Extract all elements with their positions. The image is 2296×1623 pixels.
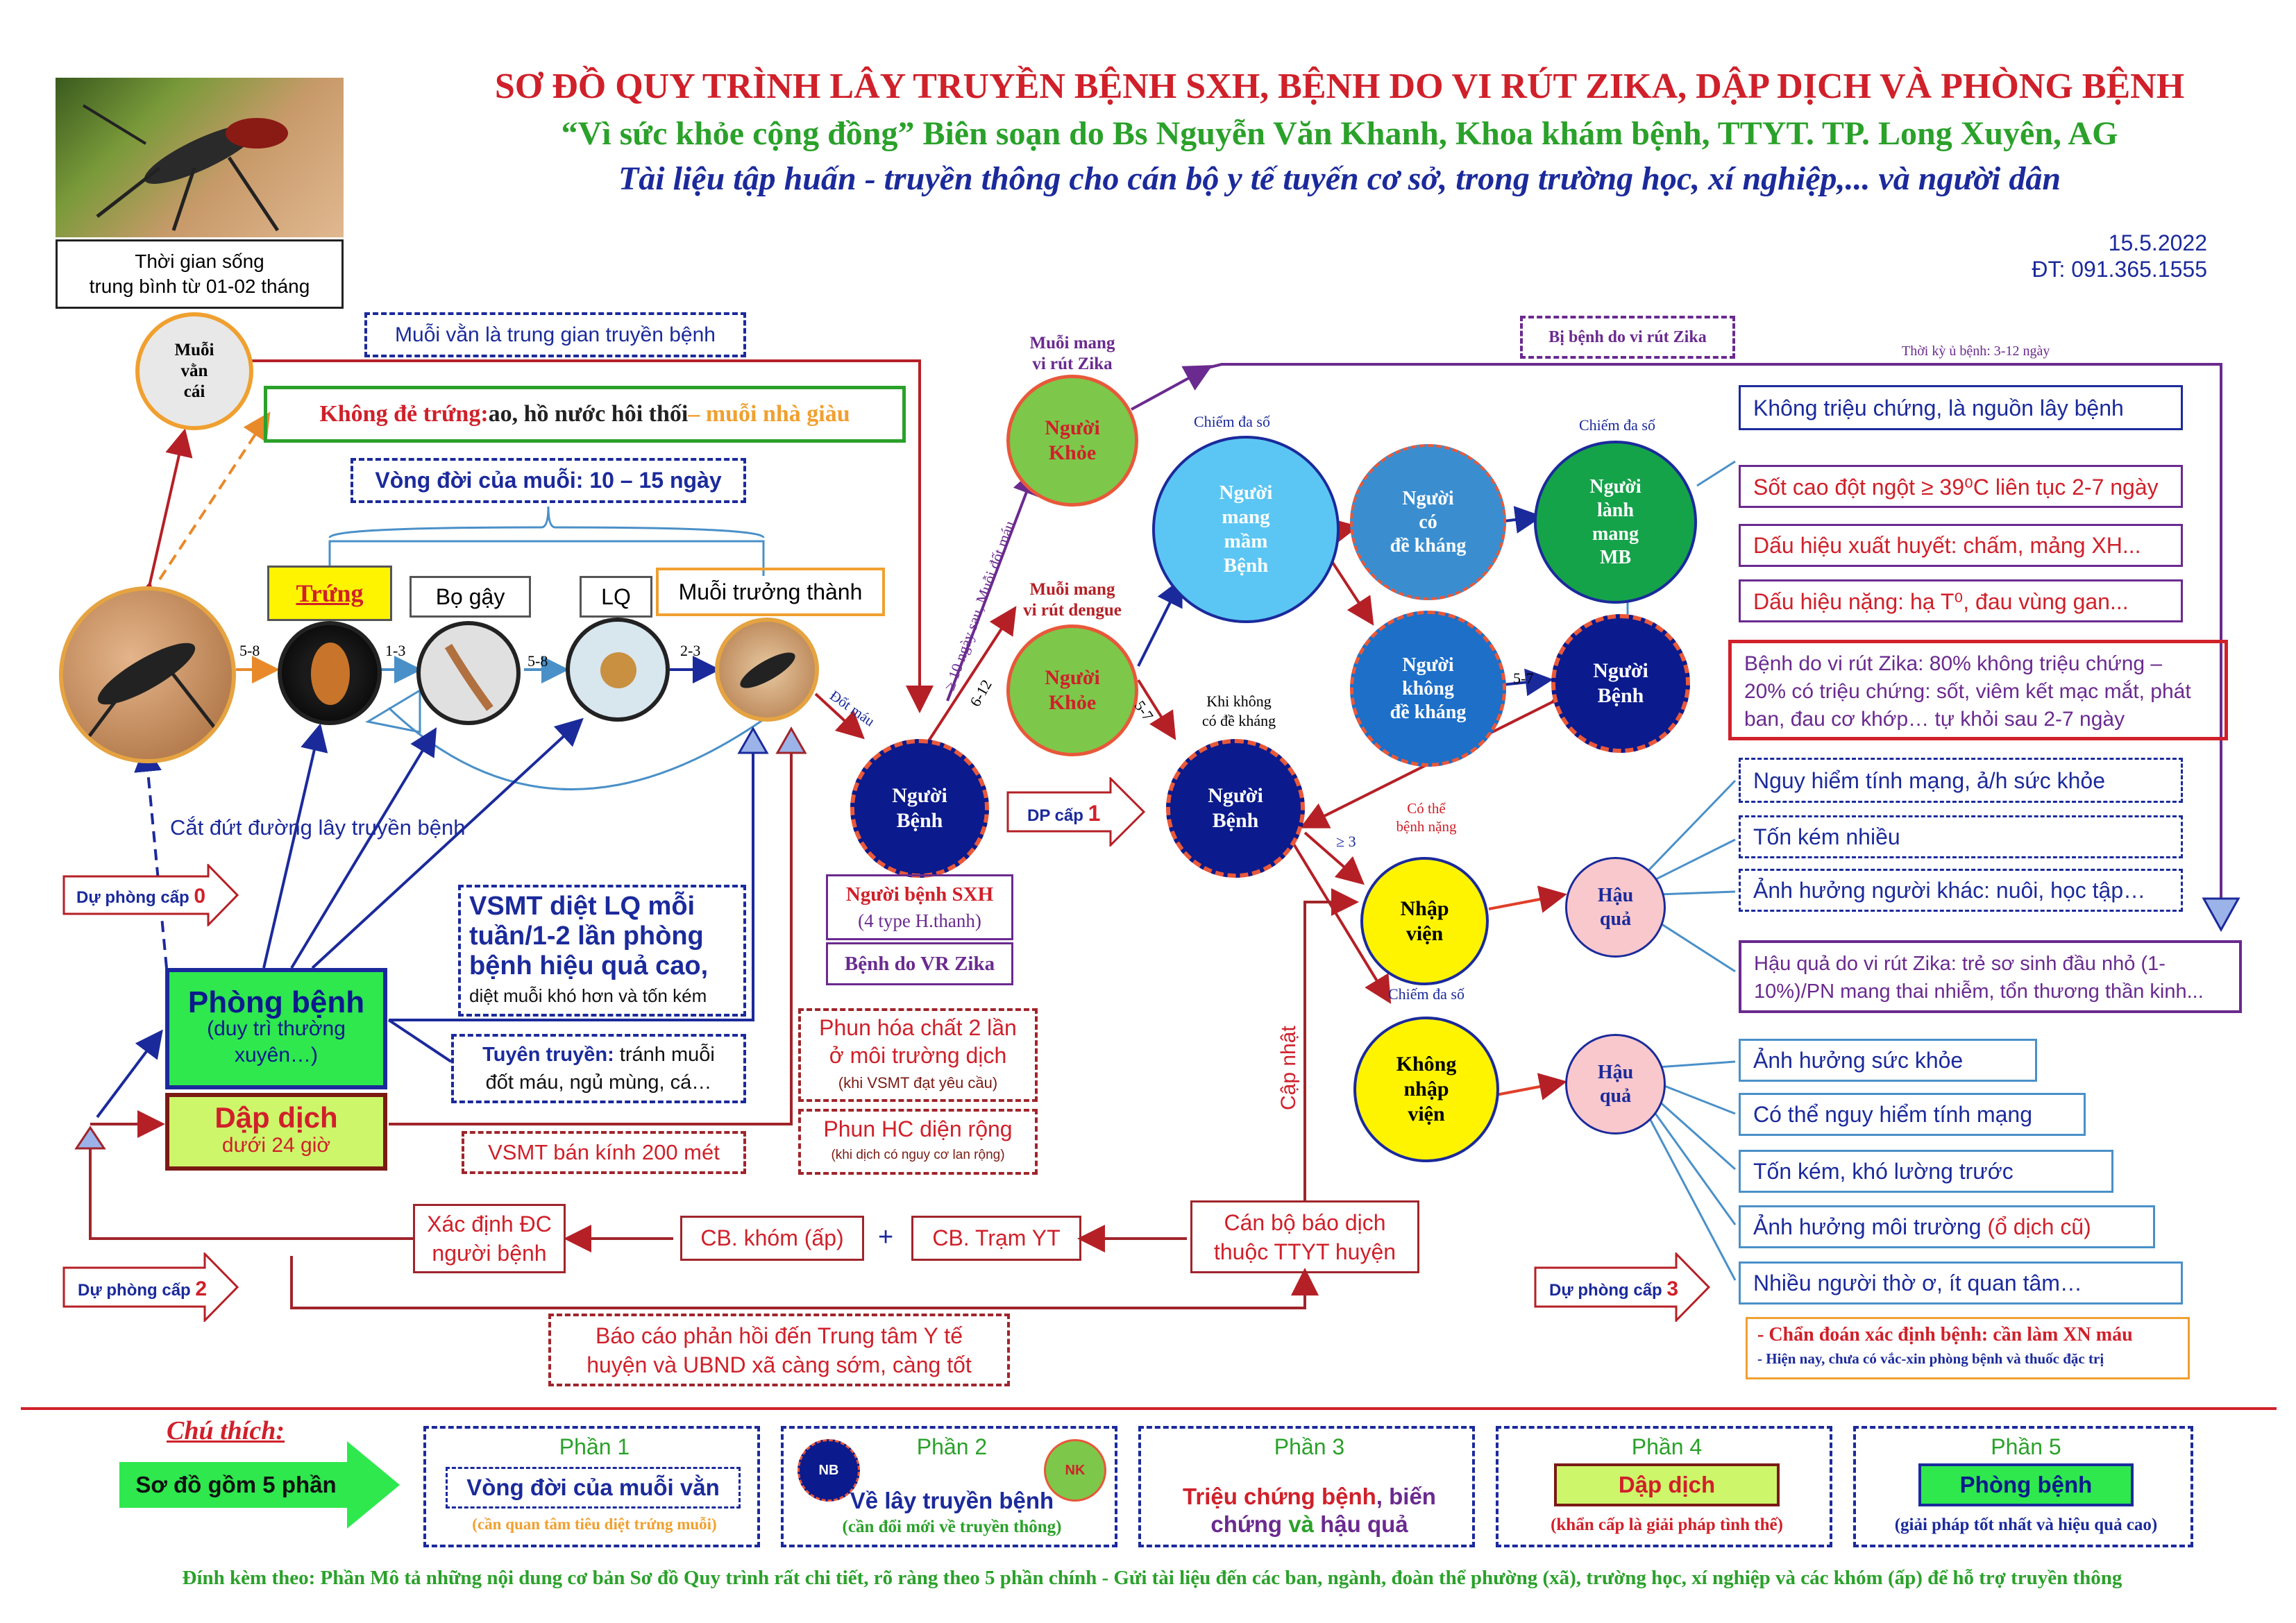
sick-person-node-1: Người Bệnh: [850, 739, 989, 878]
female-mosquito-node: Muỗi vằn cái: [135, 312, 253, 430]
vsmt-200-box: VSMT bán kính 200 mét: [462, 1131, 746, 1174]
symptom-4: Dấu hiệu nặng: hạ T⁰, đau vùng gan...: [1739, 579, 2183, 622]
cb-tram-box: CB. Trạm YT: [911, 1216, 1081, 1261]
tuyen-truyen-box: Tuyên truyền: tránh muỗi đốt máu, ngủ mù…: [451, 1034, 746, 1103]
admit-node: Nhập viện: [1360, 857, 1489, 985]
severe-label: Có thể bệnh nặng: [1396, 799, 1457, 835]
update-label: Cập nhật: [1277, 1026, 1300, 1110]
pupa-photo: [566, 618, 670, 722]
majority-label-3: Chiếm đa số: [1388, 985, 1464, 1003]
symptom-1: Không triệu chứng, là nguồn lây bệnh: [1739, 385, 2183, 430]
lifespan-caption: Thời gian sống trung bình từ 01-02 tháng: [56, 239, 344, 309]
adult-mosquito-photo: [715, 618, 819, 722]
majority-label-2: Chiếm đa số: [1579, 416, 1655, 434]
healthy-carrier-node: Người lành mang MB: [1534, 441, 1697, 604]
page-tagline: Tài liệu tập huấn - truyền thông cho cán…: [618, 160, 2061, 197]
egg-photo: [278, 621, 382, 725]
consequence-admit-1: Nguy hiểm tính mạng, ả/h sức khỏe: [1739, 758, 2183, 803]
legend-part-1: Phần 1 Vòng đời của muỗi vằn (cần quan t…: [423, 1426, 760, 1547]
stage-larva-label: Bọ gậy: [410, 576, 531, 618]
mosquito-photo: [56, 78, 344, 237]
legend-part-4: Phần 4 Dập dịch (khẩn cấp là giải pháp t…: [1496, 1426, 1832, 1547]
day-label-3: 5-8: [527, 652, 548, 670]
cb-khom-box: CB. khóm (ấp): [680, 1216, 864, 1261]
legend-arrow: Sơ đồ gồm 5 phần: [118, 1440, 403, 1530]
spray-wide-box: Phun HC diện rộng (khi dịch có nguy cơ l…: [798, 1109, 1038, 1175]
incubation-label: Thời kỳ ủ bệnh: 3-12 ngày: [1902, 343, 2050, 359]
day-label-2: 1-3: [385, 642, 406, 659]
stage-pupa-label: LQ: [580, 576, 652, 618]
day-label-1: 5-8: [239, 642, 260, 659]
carrier-node: Người mang mầm Bệnh: [1152, 436, 1340, 623]
mosquito-illustration-icon: [82, 104, 288, 232]
prevention-level-1: DP cấp 1: [1006, 777, 1145, 847]
consequence-noadmit-5: Nhiều người thờ ơ, ít quan tâm…: [1739, 1261, 2183, 1305]
outcome-node-1: Hậu quả: [1565, 857, 1666, 958]
majority-label-1: Chiếm đa số: [1194, 413, 1270, 430]
legend-part-3: Phần 3 Triệu chứng bệnh, biến chứng và h…: [1138, 1426, 1475, 1547]
page-title: SƠ ĐỒ QUY TRÌNH LÂY TRUYỀN BỆNH SXH, BỆN…: [494, 67, 2185, 106]
symptom-3: Dấu hiệu xuất huyết: chấm, mảng XH...: [1739, 524, 2183, 567]
zika-infection-label: Bị bệnh do vi rút Zika: [1520, 316, 1735, 359]
footer-note: Đính kèm theo: Phần Mô tả những nội dung…: [182, 1567, 2122, 1589]
legend-nb-circle: NB: [797, 1439, 860, 1502]
zika-consequence-box: Hậu quả do vi rút Zika: trẻ sơ sinh đầu …: [1739, 940, 2242, 1013]
consequence-noadmit-4: Ảnh hưởng môi trường (ổ dịch cũ): [1739, 1205, 2155, 1248]
dengue-carrier-label: Muỗi mang vi rút dengue: [1023, 580, 1122, 620]
outcome-node-2: Hậu quả: [1565, 1034, 1666, 1135]
date-text: 15.5.2022: [2108, 230, 2207, 255]
consequence-noadmit-3: Tốn kém, khó lường trước: [1739, 1150, 2113, 1193]
prevention-level-2: Dự phòng cấp 2: [62, 1252, 239, 1322]
mosquito-biting-photo: [59, 586, 236, 763]
consequence-noadmit-2: Có thể nguy hiểm tính mạng: [1739, 1093, 2086, 1136]
plus-sign: +: [878, 1223, 894, 1252]
legend-title: Chú thích:: [167, 1416, 285, 1445]
lifecycle-title: Vòng đời của muỗi: 10 – 15 ngày: [351, 458, 746, 503]
immune-node: Người có đề kháng: [1350, 444, 1506, 600]
phong-benh-box: Phòng bệnh (duy trì thường xuyên…): [165, 968, 387, 1089]
gte3-label: ≥ 3: [1336, 833, 1356, 850]
legend-nk-circle: NK: [1044, 1439, 1106, 1502]
consequence-noadmit-1: Ảnh hưởng sức khỏe: [1739, 1039, 2037, 1082]
no-admit-node: Không nhập viện: [1353, 1017, 1499, 1162]
diagnosis-box: - Chẩn đoán xác định bệnh: cần làm XN má…: [1746, 1317, 2190, 1379]
prevention-level-3: Dự phòng cấp 3: [1534, 1252, 1711, 1322]
stage-adult-label: Muỗi trưởng thành: [656, 568, 885, 616]
spray-twice-box: Phun hóa chất 2 lần ở môi trường dịch (k…: [798, 1008, 1038, 1102]
cut-transmission-text: Cắt đứt đường lây truyền bệnh: [170, 815, 466, 840]
healthy-person-zika-node: Người Khỏe: [1006, 375, 1138, 507]
feedback-box: Báo cáo phản hồi đến Trung tâm Y tế huyệ…: [548, 1314, 1010, 1386]
vector-note: Muỗi vằn là trung gian truyền bệnh: [364, 312, 746, 357]
zika-disease-box: Bệnh do VR Zika: [826, 942, 1013, 985]
symptom-2: Sốt cao đột ngột ≥ 39⁰C liên tục 2-7 ngà…: [1739, 465, 2183, 508]
locate-patient-box: Xác định ĐC người bệnh: [413, 1204, 566, 1273]
sxh-patient-box: Người bệnh SXH (4 type H.thanh): [826, 874, 1013, 940]
legend-part-2: NB Phần 2 NK Về lây truyền bệnh (cần đổi…: [781, 1426, 1117, 1547]
prevention-level-0: Dự phòng cấp 0: [62, 864, 239, 926]
phone-text: ĐT: 091.365.1555: [2032, 257, 2207, 282]
vsmt-box: VSMT diệt LQ mỗi tuần/1-2 lần phòng bệnh…: [458, 885, 746, 1017]
healthy-person-dengue-node: Người Khỏe: [1006, 624, 1138, 756]
page-subtitle: “Vì sức khỏe cộng đồng” Biên soạn do Bs …: [561, 115, 2118, 152]
consequence-admit-2: Tốn kém nhiều: [1739, 815, 2183, 858]
no-eggs-box: Không đẻ trứng: ao, hồ nước hôi thối – m…: [264, 386, 906, 443]
zika-symptoms-box: Bệnh do vi rút Zika: 80% không triệu chứ…: [1728, 640, 2228, 740]
no-resistance-label: Khi không có đề kháng: [1201, 692, 1276, 729]
day-label-4: 2-3: [680, 642, 701, 659]
larva-photo: [416, 621, 521, 725]
dap-dich-box: Dập dịch dưới 24 giờ: [165, 1093, 387, 1171]
cb-bao-dich-box: Cán bộ báo dịch thuộc TTYT huyện: [1190, 1200, 1419, 1273]
consequence-admit-3: Ảnh hưởng người khác: nuôi, học tập…: [1739, 869, 2183, 912]
sick-person-node-2: Người Bệnh: [1166, 739, 1305, 878]
zika-carrier-label: Muỗi mang vi rút Zika: [1029, 334, 1115, 373]
stage-egg-label: Trứng: [267, 566, 392, 621]
legend-part-5: Phần 5 Phòng bệnh (giải pháp tốt nhất và…: [1853, 1426, 2193, 1547]
d57b-label: 5-7: [1513, 670, 1534, 687]
non-immune-node: Người không đề kháng: [1350, 611, 1506, 767]
sick-person-node-3: Người Bệnh: [1551, 614, 1690, 753]
